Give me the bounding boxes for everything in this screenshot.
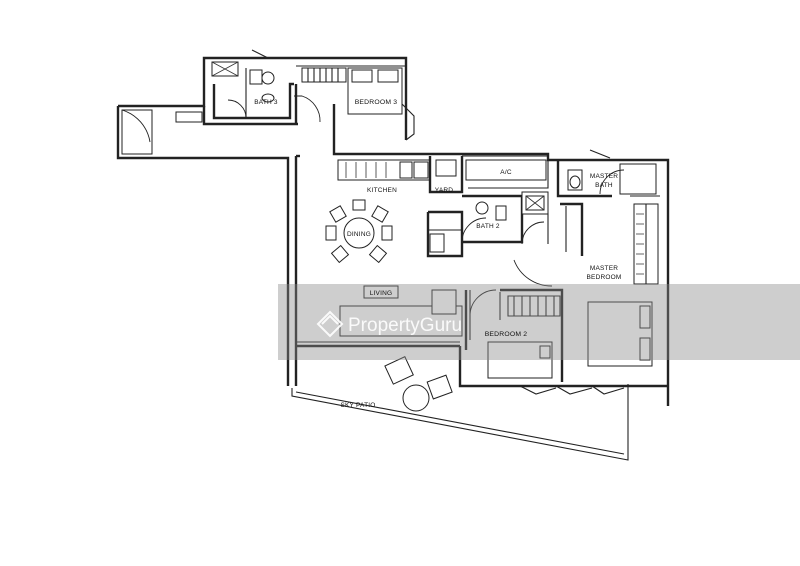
propertyguru-logo-icon — [316, 310, 344, 338]
label-bath-2: BATH 2 — [476, 223, 500, 230]
room-labels: BATH 3 BEDROOM 3 KITCHEN YARD A/C MASTER… — [254, 99, 621, 409]
label-kitchen: KITCHEN — [367, 187, 397, 194]
door-swings — [227, 49, 625, 395]
label-bedroom-3: BEDROOM 3 — [355, 99, 398, 106]
watermark-text: PropertyGuru — [348, 315, 462, 336]
label-sky-patio: SKY PATIO — [340, 402, 375, 409]
label-bath-3: BATH 3 — [254, 99, 278, 106]
furniture — [325, 67, 653, 412]
window-marks — [121, 61, 644, 316]
label-yard: YARD — [435, 187, 453, 194]
label-master-bath-line2: BATH — [595, 182, 613, 189]
label-living: LIVING — [370, 290, 393, 297]
label-master-bedroom-line2: BEDROOM — [587, 274, 622, 281]
label-dining: DINING — [347, 231, 371, 238]
label-ac: A/C — [500, 169, 512, 176]
label-bedroom-2: BEDROOM 2 — [485, 331, 528, 338]
fixtures — [249, 69, 583, 253]
label-master-bedroom-line1: MASTER — [590, 265, 618, 272]
label-master-bath-line1: MASTER — [590, 173, 618, 180]
watermark: PropertyGuru — [278, 284, 800, 360]
